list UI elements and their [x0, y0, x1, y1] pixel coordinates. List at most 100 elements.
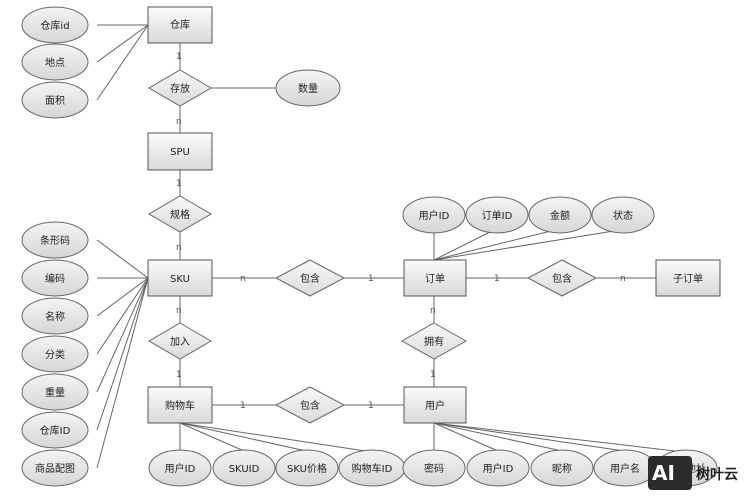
attr-order-id-label: 订单ID [482, 210, 513, 222]
relation-spec[interactable]: 规格 [148, 195, 212, 233]
entity-cart[interactable]: 购物车 [147, 386, 213, 424]
line-amount [433, 229, 556, 261]
attr-warehouse-id-label: 仓库id [40, 19, 69, 32]
attr-category-label: 分类 [45, 348, 65, 361]
attr-order-user-id-label: 用户ID [419, 209, 450, 222]
entity-sku[interactable]: SKU [147, 259, 213, 297]
attr-password-label: 密码 [424, 462, 444, 475]
attr-cart-skuid[interactable]: SKUID [212, 449, 276, 487]
relation-contain-sku-order[interactable]: 包含 [274, 259, 346, 297]
entity-warehouse[interactable]: 仓库 [147, 6, 213, 44]
attr-location[interactable]: 地点 [21, 43, 89, 81]
attr-user-user-id-label: 用户ID [483, 462, 514, 475]
attr-image-label: 商品配图 [35, 462, 75, 475]
line-cart-skuid [179, 422, 245, 452]
attr-code-label: 编码 [45, 272, 65, 285]
attr-cart-sku-price-label: SKU价格 [287, 462, 327, 475]
attr-cart-user-id[interactable]: 用户ID [148, 449, 212, 487]
relation-contain-order-sub-label: 包含 [552, 272, 572, 285]
attr-amount-label: 金额 [550, 209, 570, 222]
line-status [433, 229, 621, 261]
card-sku-contain: n [240, 274, 246, 284]
relation-contain-order-sub[interactable]: 包含 [526, 259, 598, 297]
line-area [96, 24, 149, 101]
attr-barcode[interactable]: 条形码 [21, 221, 89, 259]
card-order-own: n [430, 306, 436, 316]
line-user-extra [433, 422, 685, 453]
entity-user-label: 用户 [425, 399, 445, 412]
relation-contain-sku-order-label: 包含 [300, 272, 320, 285]
attr-password[interactable]: 密码 [402, 449, 466, 487]
attr-cart-id[interactable]: 购物车ID [338, 449, 406, 487]
card-contain-user: 1 [368, 401, 374, 411]
attr-warehouse-id[interactable]: 仓库id [21, 6, 89, 44]
relation-contain-cart-user-label: 包含 [300, 399, 320, 412]
line-nickname [433, 422, 563, 452]
entity-sku-label: SKU [170, 274, 190, 285]
relation-own-label: 拥有 [424, 335, 444, 348]
attr-nickname-label: 昵称 [552, 462, 572, 475]
line-category [96, 277, 149, 355]
attr-name[interactable]: 名称 [21, 297, 89, 335]
attr-name-label: 名称 [45, 310, 65, 323]
line-location [96, 24, 149, 63]
relation-spec-label: 规格 [170, 208, 190, 221]
entity-warehouse-label: 仓库 [170, 18, 190, 31]
attr-cart-user-id-label: 用户ID [165, 462, 196, 475]
relation-store[interactable]: 存放 [148, 69, 212, 107]
line-weight [96, 277, 149, 393]
attr-cart-id-label: 购物车ID [352, 462, 393, 475]
card-join-cart: 1 [176, 370, 182, 380]
watermark-text: 树叶云 [696, 467, 738, 483]
cardinality-labels: 1 n 1 n n 1 n 1 1 1 n 1 1 n [176, 52, 626, 411]
attr-code[interactable]: 编码 [21, 259, 89, 297]
attr-area[interactable]: 面积 [21, 81, 89, 119]
watermark: AI 树叶云 [648, 454, 748, 494]
card-spu-spec: 1 [176, 179, 182, 189]
attr-quantity[interactable]: 数量 [275, 69, 341, 107]
watermark-logo: AI [648, 456, 692, 490]
line-barcode [96, 239, 149, 279]
entity-user[interactable]: 用户 [403, 386, 467, 424]
entity-order[interactable]: 订单 [403, 259, 467, 297]
entity-spu[interactable]: SPU [147, 132, 213, 171]
attr-amount[interactable]: 金额 [528, 196, 592, 234]
line-sku-warehouse-id [96, 277, 149, 431]
attr-username[interactable]: 用户名 [593, 449, 657, 487]
relation-contain-cart-user[interactable]: 包含 [274, 386, 346, 424]
relation-join[interactable]: 加入 [148, 322, 212, 360]
line-order-id [433, 231, 491, 261]
attr-cart-skuid-label: SKUID [229, 464, 260, 475]
line-cart-sku-price [179, 422, 307, 452]
attr-category[interactable]: 分类 [21, 335, 89, 373]
entity-order-label: 订单 [425, 273, 445, 285]
line-name [96, 277, 149, 317]
attr-weight-label: 重量 [45, 386, 65, 399]
entity-suborder[interactable]: 子订单 [655, 259, 721, 297]
card-warehouse-store: 1 [176, 52, 182, 62]
entity-cart-label: 购物车 [165, 399, 195, 412]
attr-location-label: 地点 [45, 56, 65, 69]
card-own-user: 1 [430, 370, 436, 380]
card-sku-join: n [176, 306, 182, 316]
relation-store-label: 存放 [170, 82, 190, 95]
attr-quantity-label: 数量 [298, 82, 318, 95]
entity-suborder-label: 子订单 [673, 273, 703, 285]
card-store-spu: n [176, 117, 182, 127]
attr-area-label: 面积 [45, 95, 65, 107]
attr-order-user-id[interactable]: 用户ID [402, 196, 466, 234]
attr-status[interactable]: 状态 [591, 196, 655, 234]
relation-join-label: 加入 [170, 336, 190, 348]
entity-spu-label: SPU [170, 147, 190, 158]
attr-user-user-id[interactable]: 用户ID [466, 449, 530, 487]
attr-nickname[interactable]: 昵称 [530, 449, 594, 487]
line-cart-id [179, 422, 373, 453]
card-spec-sku: n [176, 243, 182, 253]
relation-own[interactable]: 拥有 [400, 322, 468, 360]
attr-weight[interactable]: 重量 [21, 373, 89, 411]
attr-image[interactable]: 商品配图 [21, 449, 89, 487]
attr-order-id[interactable]: 订单ID [465, 196, 529, 234]
attr-sku-warehouse-id[interactable]: 仓库ID [21, 411, 89, 449]
attr-cart-sku-price[interactable]: SKU价格 [275, 449, 339, 487]
line-user-user-id [433, 422, 499, 452]
